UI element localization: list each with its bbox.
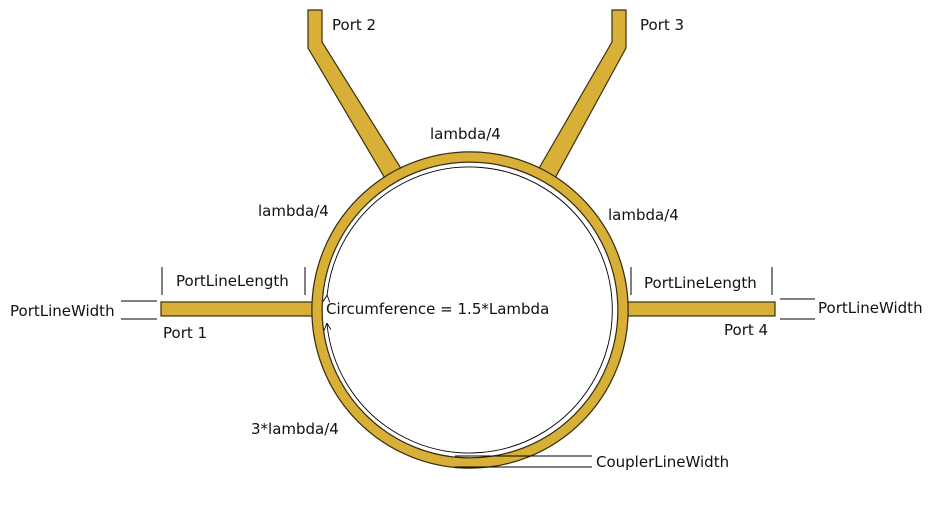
port-1-line (160, 301, 317, 317)
port-line-width-left-label: PortLineWidth (10, 302, 115, 320)
port-4-label: Port 4 (724, 321, 769, 339)
port-line-length-left-label: PortLineLength (176, 272, 289, 290)
port-1-label: Port 1 (163, 324, 208, 342)
port-2-line (307, 9, 403, 181)
right-arc-label: lambda/4 (608, 206, 679, 224)
port-4-line (623, 301, 776, 317)
port-3-line (537, 9, 627, 181)
port-line-length-right-label: PortLineLength (644, 274, 757, 292)
dimension-lines (121, 267, 815, 468)
circumference-label: Circumference = 1.5*Lambda (326, 300, 550, 318)
bottom-arc-label: 3*lambda/4 (251, 420, 339, 438)
port-2-label: Port 2 (332, 16, 377, 34)
left-arc-label: lambda/4 (258, 202, 329, 220)
circumference-arc (327, 166, 613, 454)
coupler-line-width-label: CouplerLineWidth (596, 453, 730, 471)
port-line-width-right-label: PortLineWidth (818, 299, 923, 317)
top-arc-label: lambda/4 (430, 125, 501, 143)
port-3-label: Port 3 (640, 16, 685, 34)
